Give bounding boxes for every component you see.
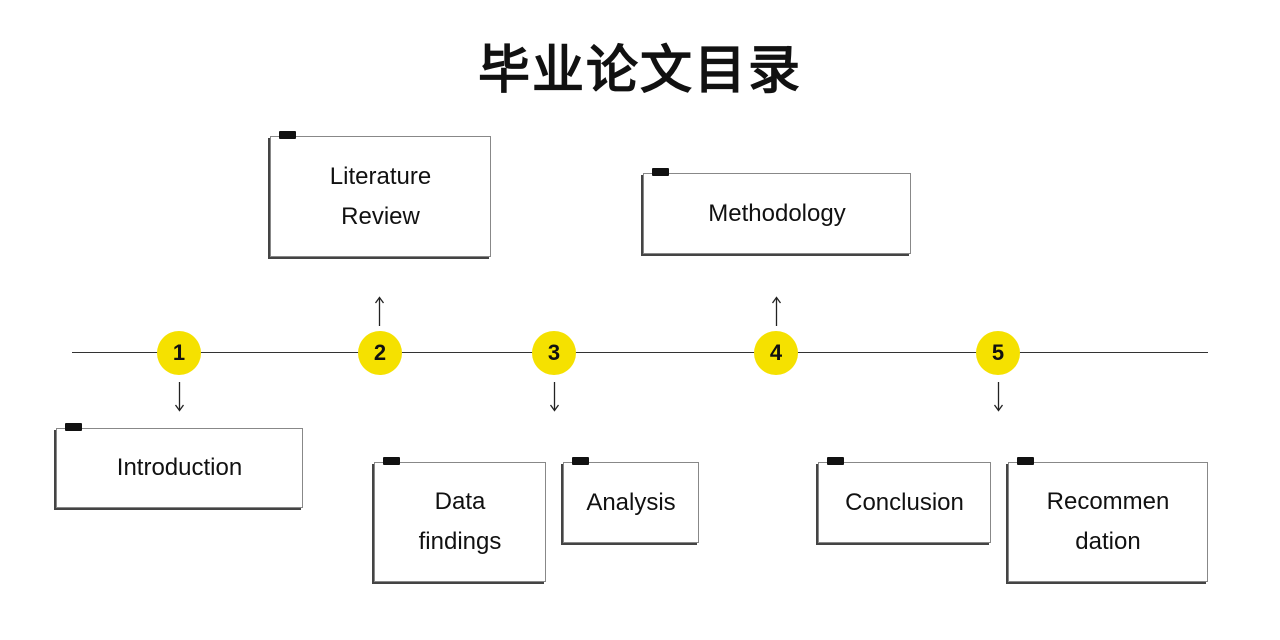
arrow-down-icon — [174, 382, 185, 412]
card-label: Conclusion — [845, 488, 964, 516]
step-marker-4: 4 — [754, 331, 798, 375]
card-data-findings: Data findings — [374, 457, 546, 582]
card-literature-review: Literature Review — [270, 131, 491, 257]
arrow-up-icon — [771, 296, 782, 326]
card-tab-icon — [1017, 457, 1034, 465]
card-tab-icon — [279, 131, 296, 139]
card-introduction: Introduction — [56, 423, 303, 508]
arrow-down-icon — [993, 382, 1004, 412]
card-label: Methodology — [708, 199, 846, 227]
card-label: Analysis — [586, 488, 676, 516]
card-conclusion: Conclusion — [818, 457, 991, 543]
step-marker-1: 1 — [157, 331, 201, 375]
card-label: Introduction — [116, 454, 243, 481]
step-marker-5: 5 — [976, 331, 1020, 375]
card-label: Recommen dation — [1046, 488, 1170, 555]
timeline-line — [72, 352, 1208, 353]
card-recommendation: Recommen dation — [1008, 457, 1208, 582]
card-tab-icon — [383, 457, 400, 465]
card-tab-icon — [572, 457, 589, 465]
card-label: Literature Review — [329, 162, 432, 230]
card-tab-icon — [827, 457, 844, 465]
card-analysis: Analysis — [563, 457, 699, 543]
card-tab-icon — [652, 168, 669, 176]
step-marker-2: 2 — [358, 331, 402, 375]
arrow-down-icon — [549, 382, 560, 412]
card-methodology: Methodology — [643, 168, 911, 254]
card-tab-icon — [65, 423, 82, 431]
arrow-up-icon — [374, 296, 385, 326]
diagram-title: 毕业论文目录 — [477, 41, 802, 101]
card-label: Data findings — [418, 488, 502, 555]
step-marker-3: 3 — [532, 331, 576, 375]
